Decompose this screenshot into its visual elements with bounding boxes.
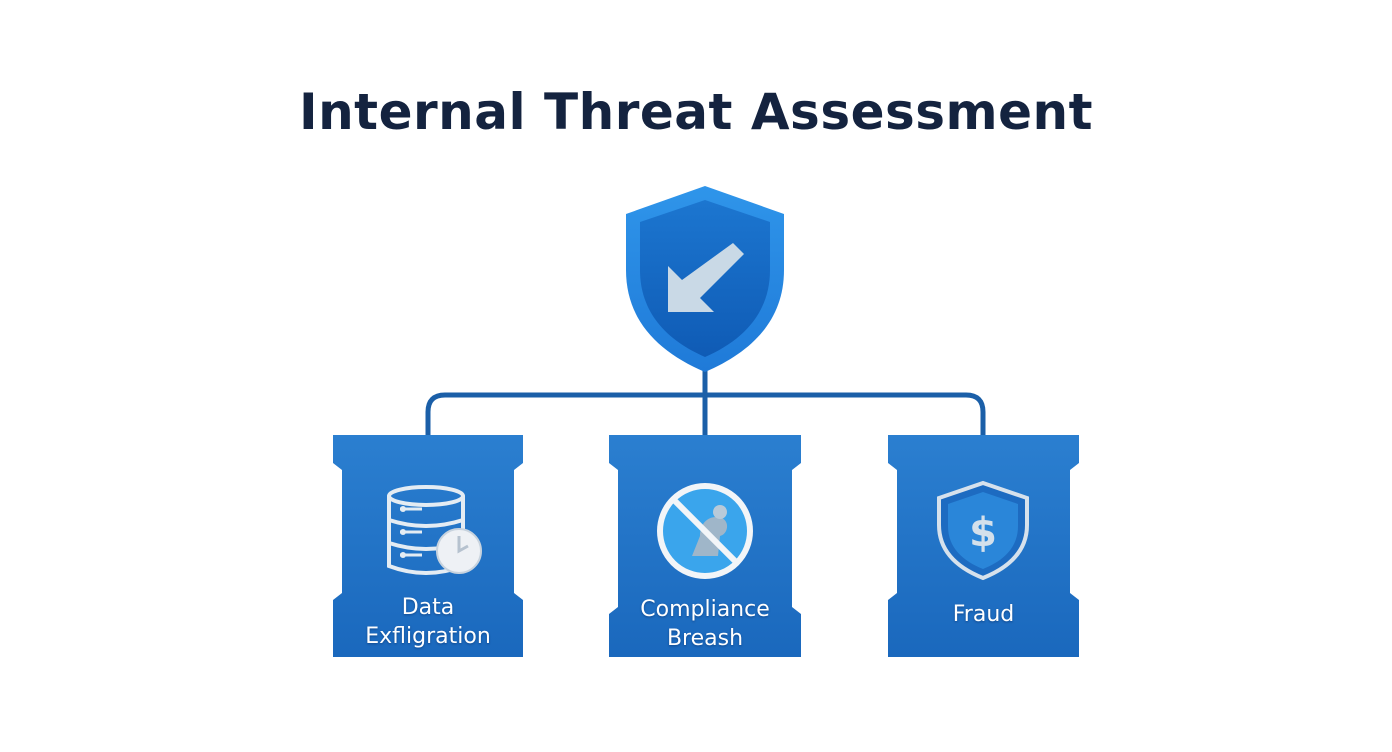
svg-text:$: $ (969, 510, 997, 556)
pillar-label-fraud: Fraud (888, 600, 1079, 629)
pillar-compliance-breach (609, 435, 801, 657)
database-clock-icon (387, 485, 482, 575)
page-title: Internal Threat Assessment (298, 83, 1094, 141)
pillar-label-line: Breash (666, 626, 744, 651)
pillar-label-data-exfiltration: Data Exfligration (333, 593, 523, 651)
pillar-label-compliance-breach: Compliance Breash (609, 595, 801, 653)
pillar-label-line: Data (401, 595, 455, 620)
pillar-data-exfiltration (333, 435, 523, 657)
pillar-label-line: Fraud (952, 602, 1015, 627)
pillar-label-line: Compliance (640, 597, 770, 622)
pillar-label-line: Exfligration (365, 624, 491, 649)
central-shield-icon (626, 186, 784, 372)
shield-dollar-icon: $ (937, 480, 1029, 581)
connector-lines (425, 357, 986, 443)
prohibited-icon (657, 483, 753, 579)
pillar-fraud: $ (888, 435, 1079, 657)
shield-arrow-icon (668, 243, 744, 312)
connector-branch (425, 392, 986, 439)
